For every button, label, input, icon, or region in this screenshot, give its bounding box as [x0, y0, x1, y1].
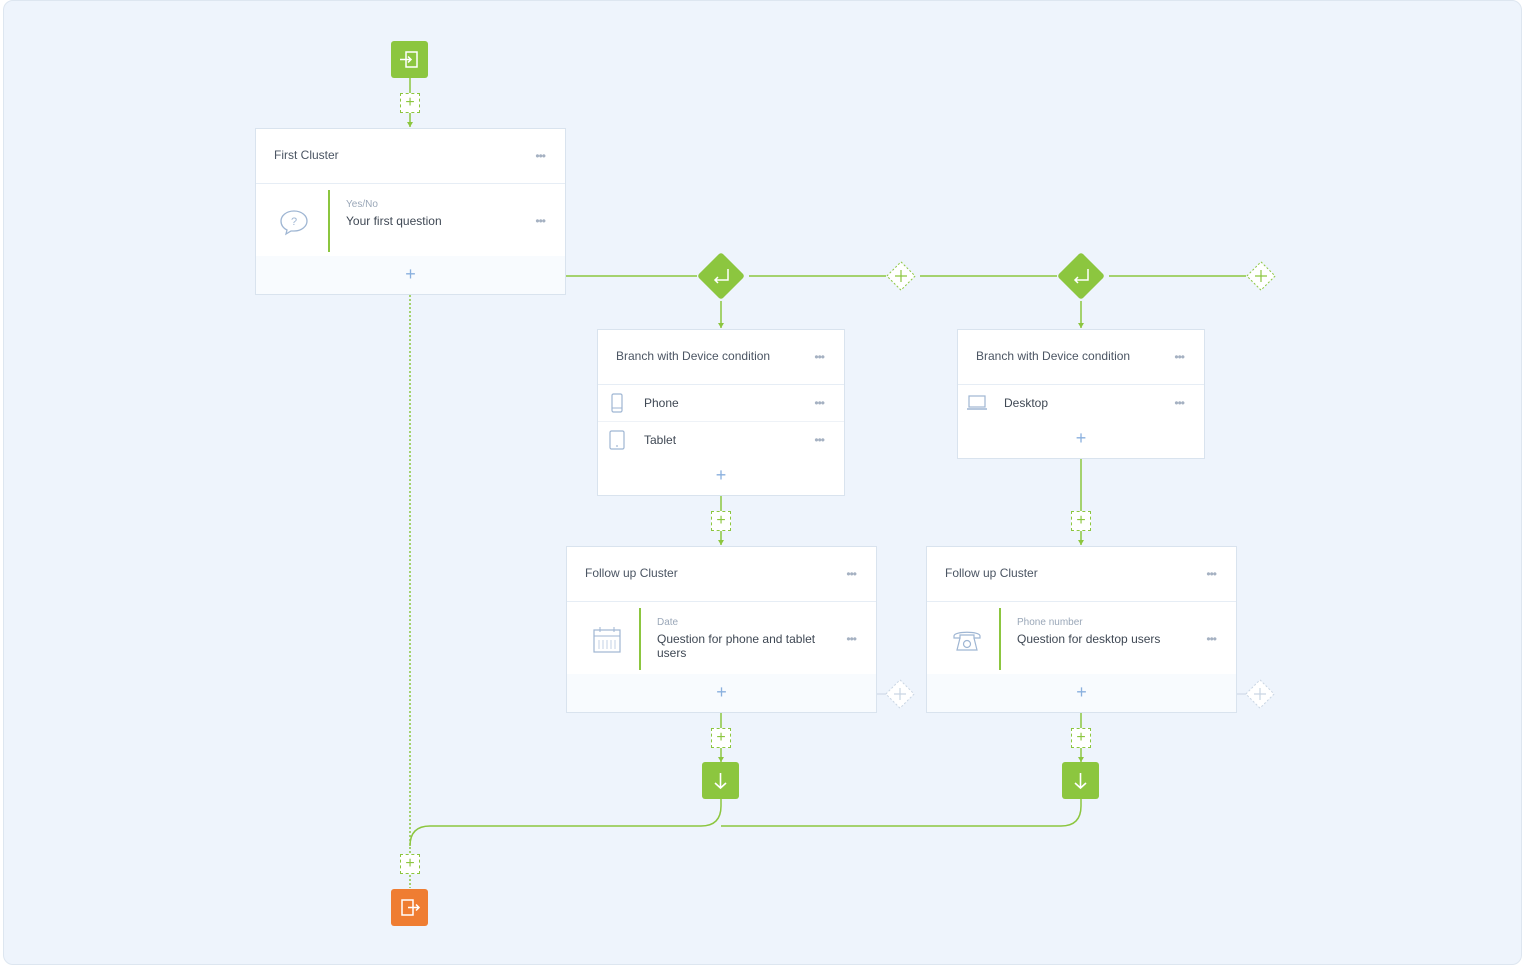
- more-options-icon[interactable]: •••: [814, 396, 825, 410]
- question-row[interactable]: ? Yes/No Your first question •••: [256, 184, 565, 258]
- add-branch-diamond-3[interactable]: [876, 679, 915, 709]
- card-header: Branch with Device condition •••: [958, 330, 1204, 385]
- jump-node-right[interactable]: [1062, 762, 1099, 799]
- add-question-button[interactable]: +: [1076, 682, 1087, 702]
- add-branch-diamond-4[interactable]: [1236, 679, 1275, 709]
- more-options-icon[interactable]: •••: [846, 567, 857, 581]
- question-row[interactable]: Phone number Question for desktop users …: [927, 602, 1236, 676]
- end-node[interactable]: [391, 889, 428, 926]
- card-title: First Cluster: [274, 148, 339, 162]
- flow-canvas: + First Cluster ••• ? Yes/No Your first …: [3, 0, 1522, 965]
- svg-text:?: ?: [291, 216, 297, 228]
- add-branch-diamond-1[interactable]: [886, 261, 916, 291]
- add-step-button[interactable]: +: [711, 728, 731, 748]
- more-options-icon[interactable]: •••: [1174, 350, 1185, 364]
- tablet-icon: [609, 430, 625, 450]
- card-footer: +: [256, 256, 565, 294]
- more-options-icon[interactable]: •••: [814, 350, 825, 364]
- condition-label: Desktop: [1004, 396, 1049, 410]
- phone-icon: [611, 393, 623, 413]
- card-footer: +: [927, 674, 1236, 712]
- telephone-icon: [953, 631, 981, 651]
- enter-icon: [400, 51, 418, 68]
- more-options-icon[interactable]: •••: [1206, 567, 1217, 581]
- branch-diamond-right[interactable]: [1057, 252, 1105, 300]
- card-footer: +: [598, 457, 844, 495]
- add-step-button[interactable]: +: [400, 854, 420, 874]
- condition-label: Tablet: [644, 433, 677, 447]
- desktop-icon: [967, 395, 987, 410]
- card-title: Follow up Cluster: [585, 566, 678, 580]
- branch-icon: [1073, 269, 1089, 284]
- card-title: Follow up Cluster: [945, 566, 1038, 580]
- card-header: Follow up Cluster •••: [927, 547, 1236, 602]
- add-question-button[interactable]: +: [405, 264, 416, 284]
- question-bubble-icon: ?: [280, 210, 308, 236]
- branch-diamond-left[interactable]: [697, 252, 745, 300]
- question-type: Yes/No: [346, 199, 378, 210]
- branch-icon: [713, 269, 729, 284]
- more-options-icon[interactable]: •••: [1206, 632, 1217, 646]
- question-text: Question for phone and tablet: [657, 632, 816, 646]
- question-accent-bar: [639, 608, 641, 670]
- follow-up-cluster-left-card[interactable]: Follow up Cluster ••• Date Question for …: [566, 546, 877, 713]
- first-cluster-card[interactable]: First Cluster ••• ? Yes/No Your first qu…: [255, 128, 566, 295]
- card-title: Branch with Device condition: [976, 349, 1131, 363]
- condition-row-phone[interactable]: Phone •••: [598, 385, 844, 422]
- question-text-continued: users: [657, 646, 687, 660]
- follow-up-cluster-right-card[interactable]: Follow up Cluster ••• Phone number Quest…: [926, 546, 1237, 713]
- card-header: Branch with Device condition •••: [598, 330, 844, 385]
- add-step-button[interactable]: +: [711, 511, 731, 531]
- question-text: Your first question: [346, 214, 442, 228]
- exit-icon: [401, 899, 421, 916]
- card-header: First Cluster •••: [256, 129, 565, 184]
- add-step-button[interactable]: +: [1071, 728, 1091, 748]
- more-options-icon[interactable]: •••: [535, 214, 546, 228]
- card-title: Branch with Device condition: [616, 349, 771, 363]
- condition-row-desktop[interactable]: Desktop •••: [958, 385, 1204, 422]
- condition-row-tablet[interactable]: Tablet •••: [598, 422, 844, 459]
- branch-left-card[interactable]: Branch with Device condition ••• Phone •…: [597, 329, 845, 496]
- question-type: Phone number: [1017, 617, 1083, 628]
- more-options-icon[interactable]: •••: [846, 632, 857, 646]
- flow-connectors: [407, 78, 1276, 888]
- add-step-button[interactable]: +: [400, 93, 420, 113]
- question-row[interactable]: Date Question for phone and tablet users…: [567, 602, 876, 676]
- question-text: Question for desktop users: [1017, 632, 1161, 646]
- add-question-button[interactable]: +: [716, 682, 727, 702]
- add-condition-button[interactable]: +: [1075, 428, 1087, 448]
- question-type: Date: [657, 617, 679, 628]
- question-accent-bar: [328, 190, 330, 252]
- card-footer: +: [958, 420, 1204, 458]
- card-header: Follow up Cluster •••: [567, 547, 876, 602]
- arrow-down-icon: [714, 773, 727, 790]
- more-options-icon[interactable]: •••: [1174, 396, 1185, 410]
- add-branch-diamond-2[interactable]: [1246, 261, 1276, 291]
- arrow-down-icon: [1074, 773, 1087, 790]
- more-options-icon[interactable]: •••: [535, 149, 546, 163]
- card-footer: +: [567, 674, 876, 712]
- calendar-icon: [593, 627, 621, 653]
- add-step-button[interactable]: +: [1071, 511, 1091, 531]
- question-accent-bar: [999, 608, 1001, 670]
- branch-right-card[interactable]: Branch with Device condition ••• Desktop…: [957, 329, 1205, 459]
- more-options-icon[interactable]: •••: [814, 433, 825, 447]
- start-node[interactable]: [391, 41, 428, 78]
- add-condition-button[interactable]: +: [715, 465, 727, 485]
- jump-node-left[interactable]: [702, 762, 739, 799]
- condition-label: Phone: [644, 396, 679, 410]
